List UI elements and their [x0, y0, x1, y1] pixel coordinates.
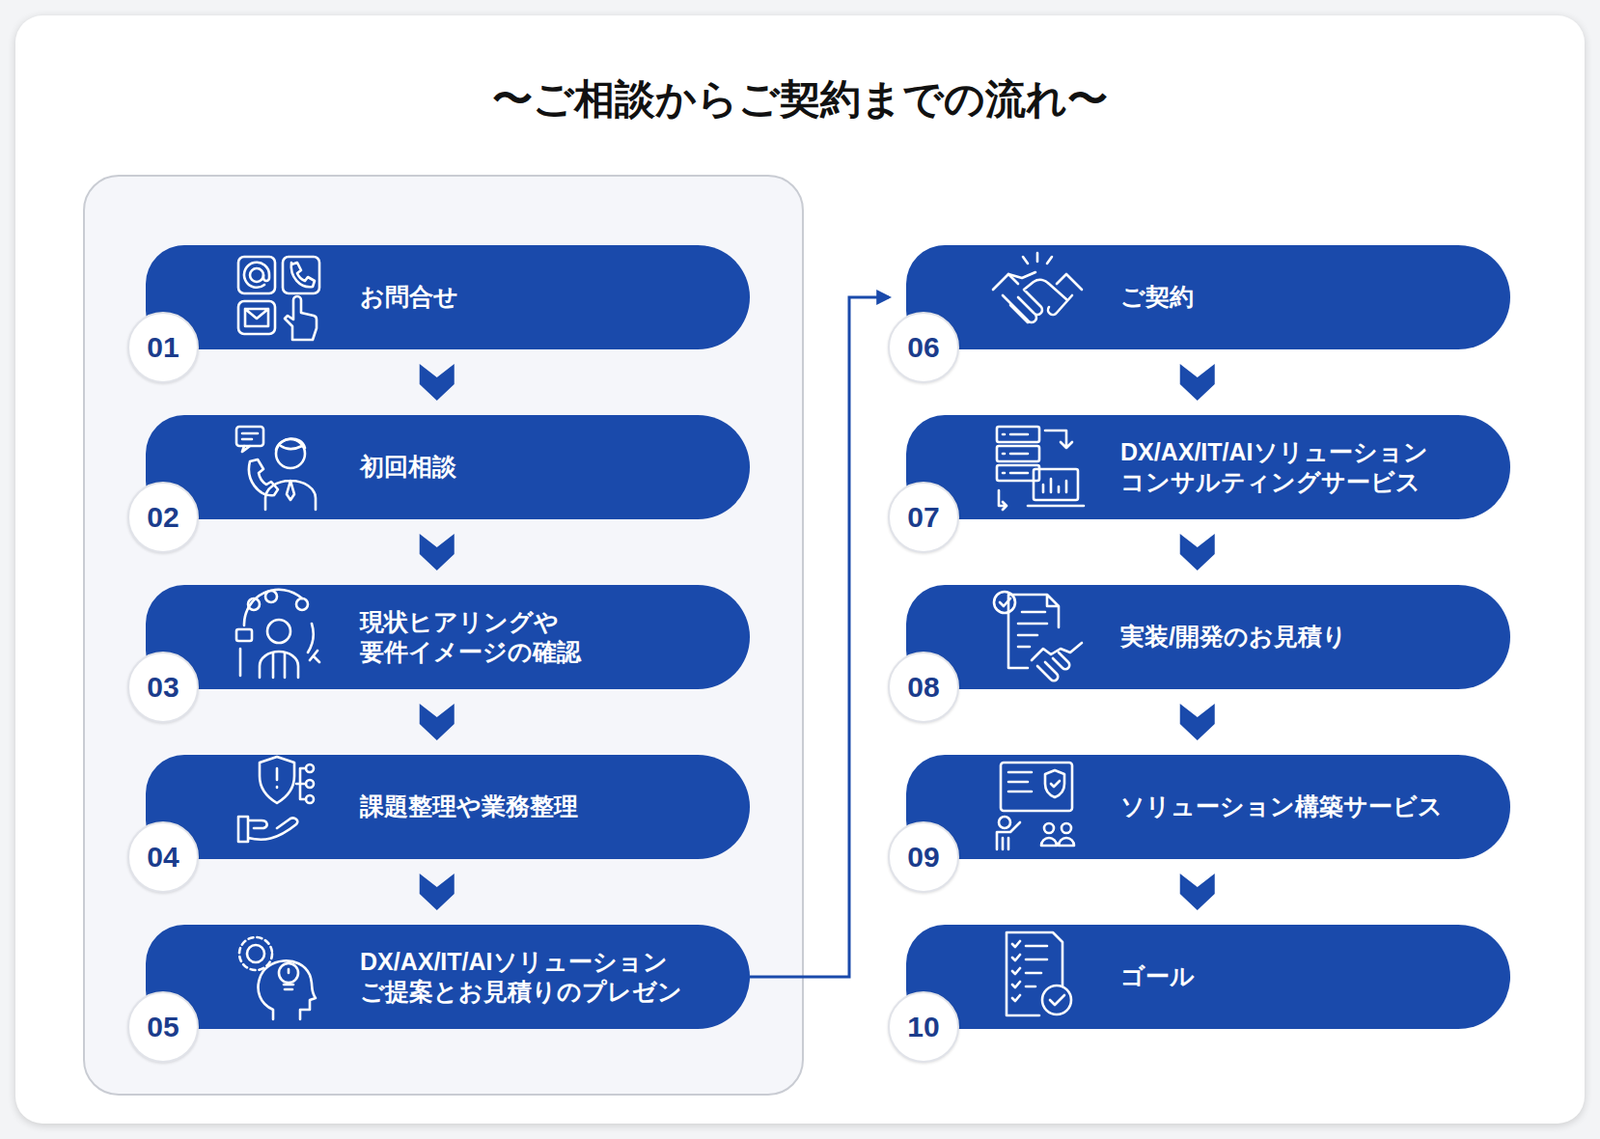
flow-connector — [749, 297, 889, 977]
issue-icon — [238, 756, 314, 842]
step-label: 現状ヒアリングや 要件イメージの確認 — [359, 606, 727, 668]
step-number: 07 — [887, 481, 960, 553]
step-number: 08 — [887, 651, 960, 723]
step-number: 09 — [887, 821, 960, 893]
step-label: DX/AX/IT/AIソリューション ご提案とお見積りのプレゼン — [359, 946, 727, 1008]
step-label: DX/AX/IT/AIソリューション コンサルティングサービス — [1120, 437, 1488, 498]
hearing-icon — [236, 589, 320, 678]
presenter-icon — [996, 762, 1075, 850]
estimate-icon — [993, 591, 1082, 681]
step-number: 10 — [887, 991, 960, 1063]
step-pill: 04課題整理や業務整理 — [145, 754, 750, 859]
flow-chevron — [1180, 363, 1215, 401]
step-label: ゴール — [1120, 961, 1195, 992]
step-number: 02 — [127, 481, 199, 553]
step-pill: 06ご契約 — [906, 245, 1511, 350]
step-pill: 03現状ヒアリングや 要件イメージの確認 — [145, 584, 750, 690]
step-pill: 10ゴール — [906, 924, 1511, 1029]
step-pill: 05DX/AX/IT/AIソリューション ご提案とお見積りのプレゼン — [145, 924, 750, 1029]
step-pill: 02初回相談 — [145, 414, 750, 520]
step-label: ソリューション構築サービス — [1120, 791, 1443, 822]
step-pill: 09ソリューション構築サービス — [906, 754, 1511, 859]
step-number: 05 — [127, 991, 199, 1063]
checklist-icon — [1006, 932, 1072, 1016]
step-label: 課題整理や業務整理 — [359, 791, 579, 822]
flow-chevron — [1180, 533, 1215, 571]
contact-icon — [238, 256, 320, 340]
operator-icon — [236, 426, 316, 510]
flow-chevron — [419, 703, 455, 741]
step-number: 03 — [127, 651, 199, 723]
flow-chevron — [1180, 703, 1215, 741]
step-pill: 07DX/AX/IT/AIソリューション コンサルティングサービス — [906, 414, 1511, 520]
step-label: お問合せ — [359, 281, 459, 312]
server-icon — [996, 426, 1084, 510]
step-number: 01 — [127, 311, 199, 384]
step-pill: 08実装/開発のお見積り — [906, 584, 1511, 690]
diagram-title: 〜ご相談からご契約までの流れ〜 — [0, 67, 1600, 132]
flow-chevron — [419, 873, 455, 911]
step-pill: 01お問合せ — [145, 245, 750, 350]
step-number: 06 — [887, 311, 960, 384]
flow-chevron — [419, 533, 455, 571]
step-label: 初回相談 — [359, 451, 457, 482]
proposal-icon — [239, 937, 316, 1020]
step-label: ご契約 — [1120, 281, 1194, 312]
step-label: 実装/開発のお見積り — [1120, 621, 1348, 652]
step-number: 04 — [127, 821, 199, 893]
flow-chevron — [1180, 873, 1215, 911]
flow-chevron — [419, 363, 455, 401]
phase-group-box — [83, 175, 803, 1095]
handshake-icon — [993, 252, 1082, 323]
